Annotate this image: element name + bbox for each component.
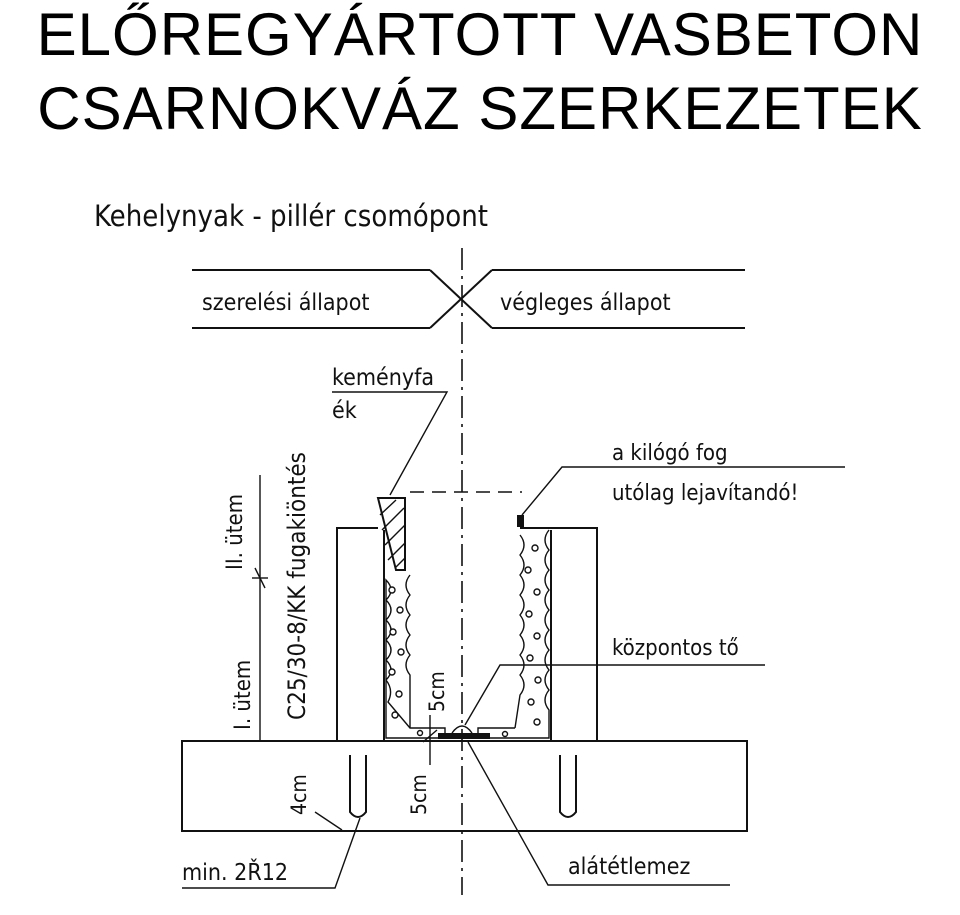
rebar-label: min. 2Ř12: [182, 858, 288, 886]
centering-pin: [451, 725, 473, 734]
dim-4cm: 4cm: [287, 774, 311, 815]
hardwood-wedge: [376, 497, 406, 571]
dim-5cm-upper: 5cm: [425, 671, 449, 712]
rebar-leader: [182, 817, 361, 889]
bearing-plate: [438, 733, 490, 739]
stage-2-label: II. ütem: [223, 494, 248, 570]
pocket-walls: [336, 527, 598, 741]
grout-label: C25/30-8/KK fugakiöntés: [283, 452, 311, 720]
dim-5cm-lower: 5cm: [407, 774, 431, 815]
wedge-label-1: keményfa: [332, 365, 434, 391]
tooth-note-2: utólag lejavítandó!: [612, 481, 798, 506]
protruding-tooth: [517, 515, 524, 527]
centering-label: központos tő: [612, 636, 739, 661]
tooth-note-1: a kilógó fog: [612, 441, 728, 466]
drawing-heading: Kehelynyak - pillér csomópont: [94, 199, 488, 233]
state-header: [192, 269, 745, 329]
state-left-label: szerelési állapot: [202, 290, 369, 316]
page-title-line-2: CSARNOKVÁZ SZERKEZETEK: [37, 75, 923, 142]
bearing-plate-leader: [467, 741, 730, 886]
stage-1-label: I. ütem: [231, 660, 256, 730]
wedge-label-2: ék: [332, 398, 357, 424]
foundation-block: [181, 740, 748, 832]
bearing-plate-label: alátétlemez: [568, 854, 690, 880]
anchor-bars: [349, 755, 577, 818]
stage-dimension: [252, 475, 268, 741]
state-right-label: végleges állapot: [500, 290, 671, 316]
tooth-leader: [521, 466, 845, 516]
page-title-line-1: ELŐREGYÁRTOTT VASBETON: [36, 1, 924, 68]
centering-leader: [464, 664, 765, 726]
grout-fill: [385, 529, 550, 739]
dim-4cm-line: [314, 811, 343, 831]
wedge-leader: [332, 391, 449, 496]
